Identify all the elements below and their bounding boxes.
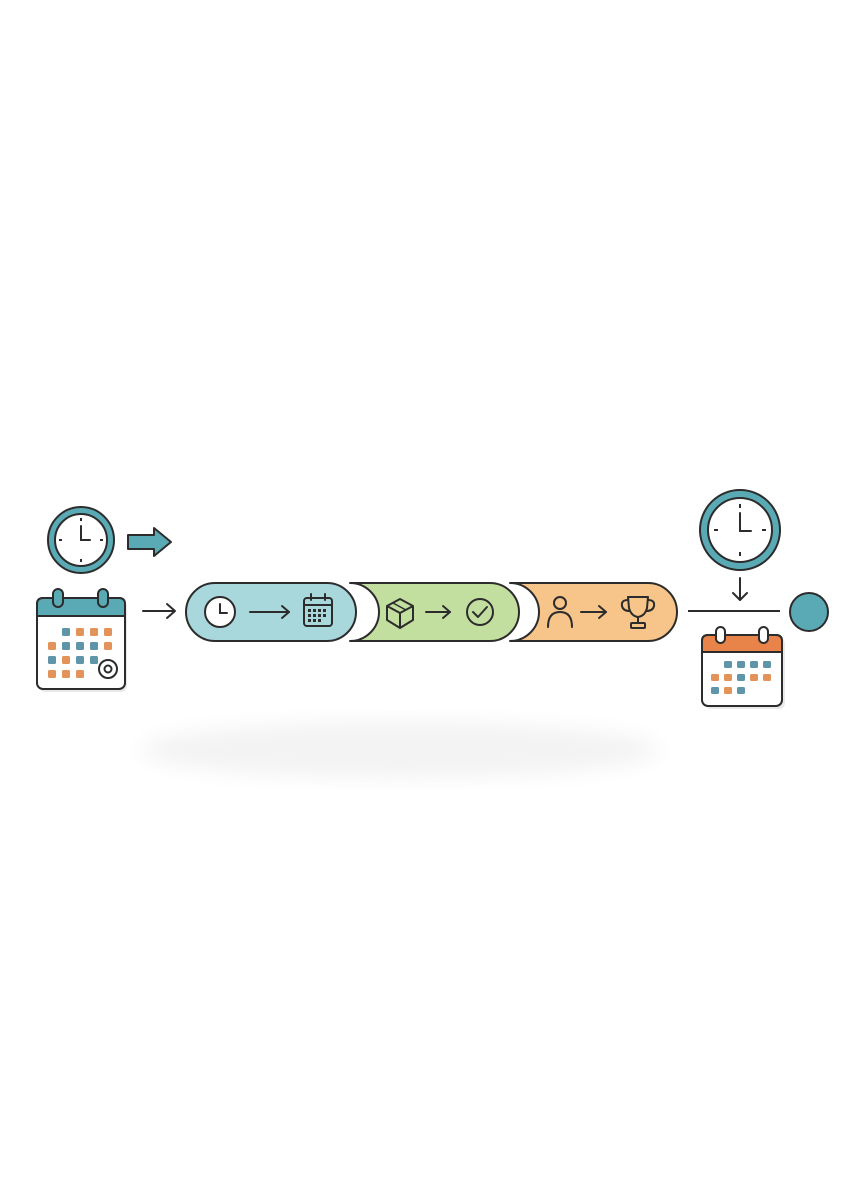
target-icon xyxy=(98,659,118,679)
start-group xyxy=(36,506,176,692)
check-circle-icon xyxy=(466,598,494,626)
start-connector-arrow-icon xyxy=(142,603,176,619)
stage-achieve-arrow-icon xyxy=(580,605,607,619)
stage-deliver xyxy=(349,582,520,642)
stage-achieve xyxy=(509,582,678,642)
stage-schedule-calendar-icon xyxy=(303,593,333,627)
endpoint-circle-icon xyxy=(789,592,829,632)
stage-schedule-clock-icon xyxy=(204,596,236,628)
stage-schedule-arrow-icon xyxy=(249,605,290,619)
trophy-icon xyxy=(620,596,656,629)
start-arrow-right-icon xyxy=(127,527,172,557)
start-calendar-grid xyxy=(48,628,112,678)
end-calendar-icon xyxy=(701,626,785,709)
start-calendar-icon xyxy=(36,588,127,692)
box-icon xyxy=(386,598,414,629)
end-calendar-grid xyxy=(711,661,771,694)
pipeline xyxy=(185,582,678,642)
pipeline-shadow xyxy=(140,722,660,778)
stage-deliver-arrow-icon xyxy=(425,605,451,619)
person-icon xyxy=(547,596,573,628)
start-clock-icon xyxy=(47,506,115,574)
end-clock-icon xyxy=(699,489,781,571)
arrow-down-icon xyxy=(732,577,748,601)
stage-schedule xyxy=(185,582,357,642)
end-group xyxy=(688,489,829,709)
